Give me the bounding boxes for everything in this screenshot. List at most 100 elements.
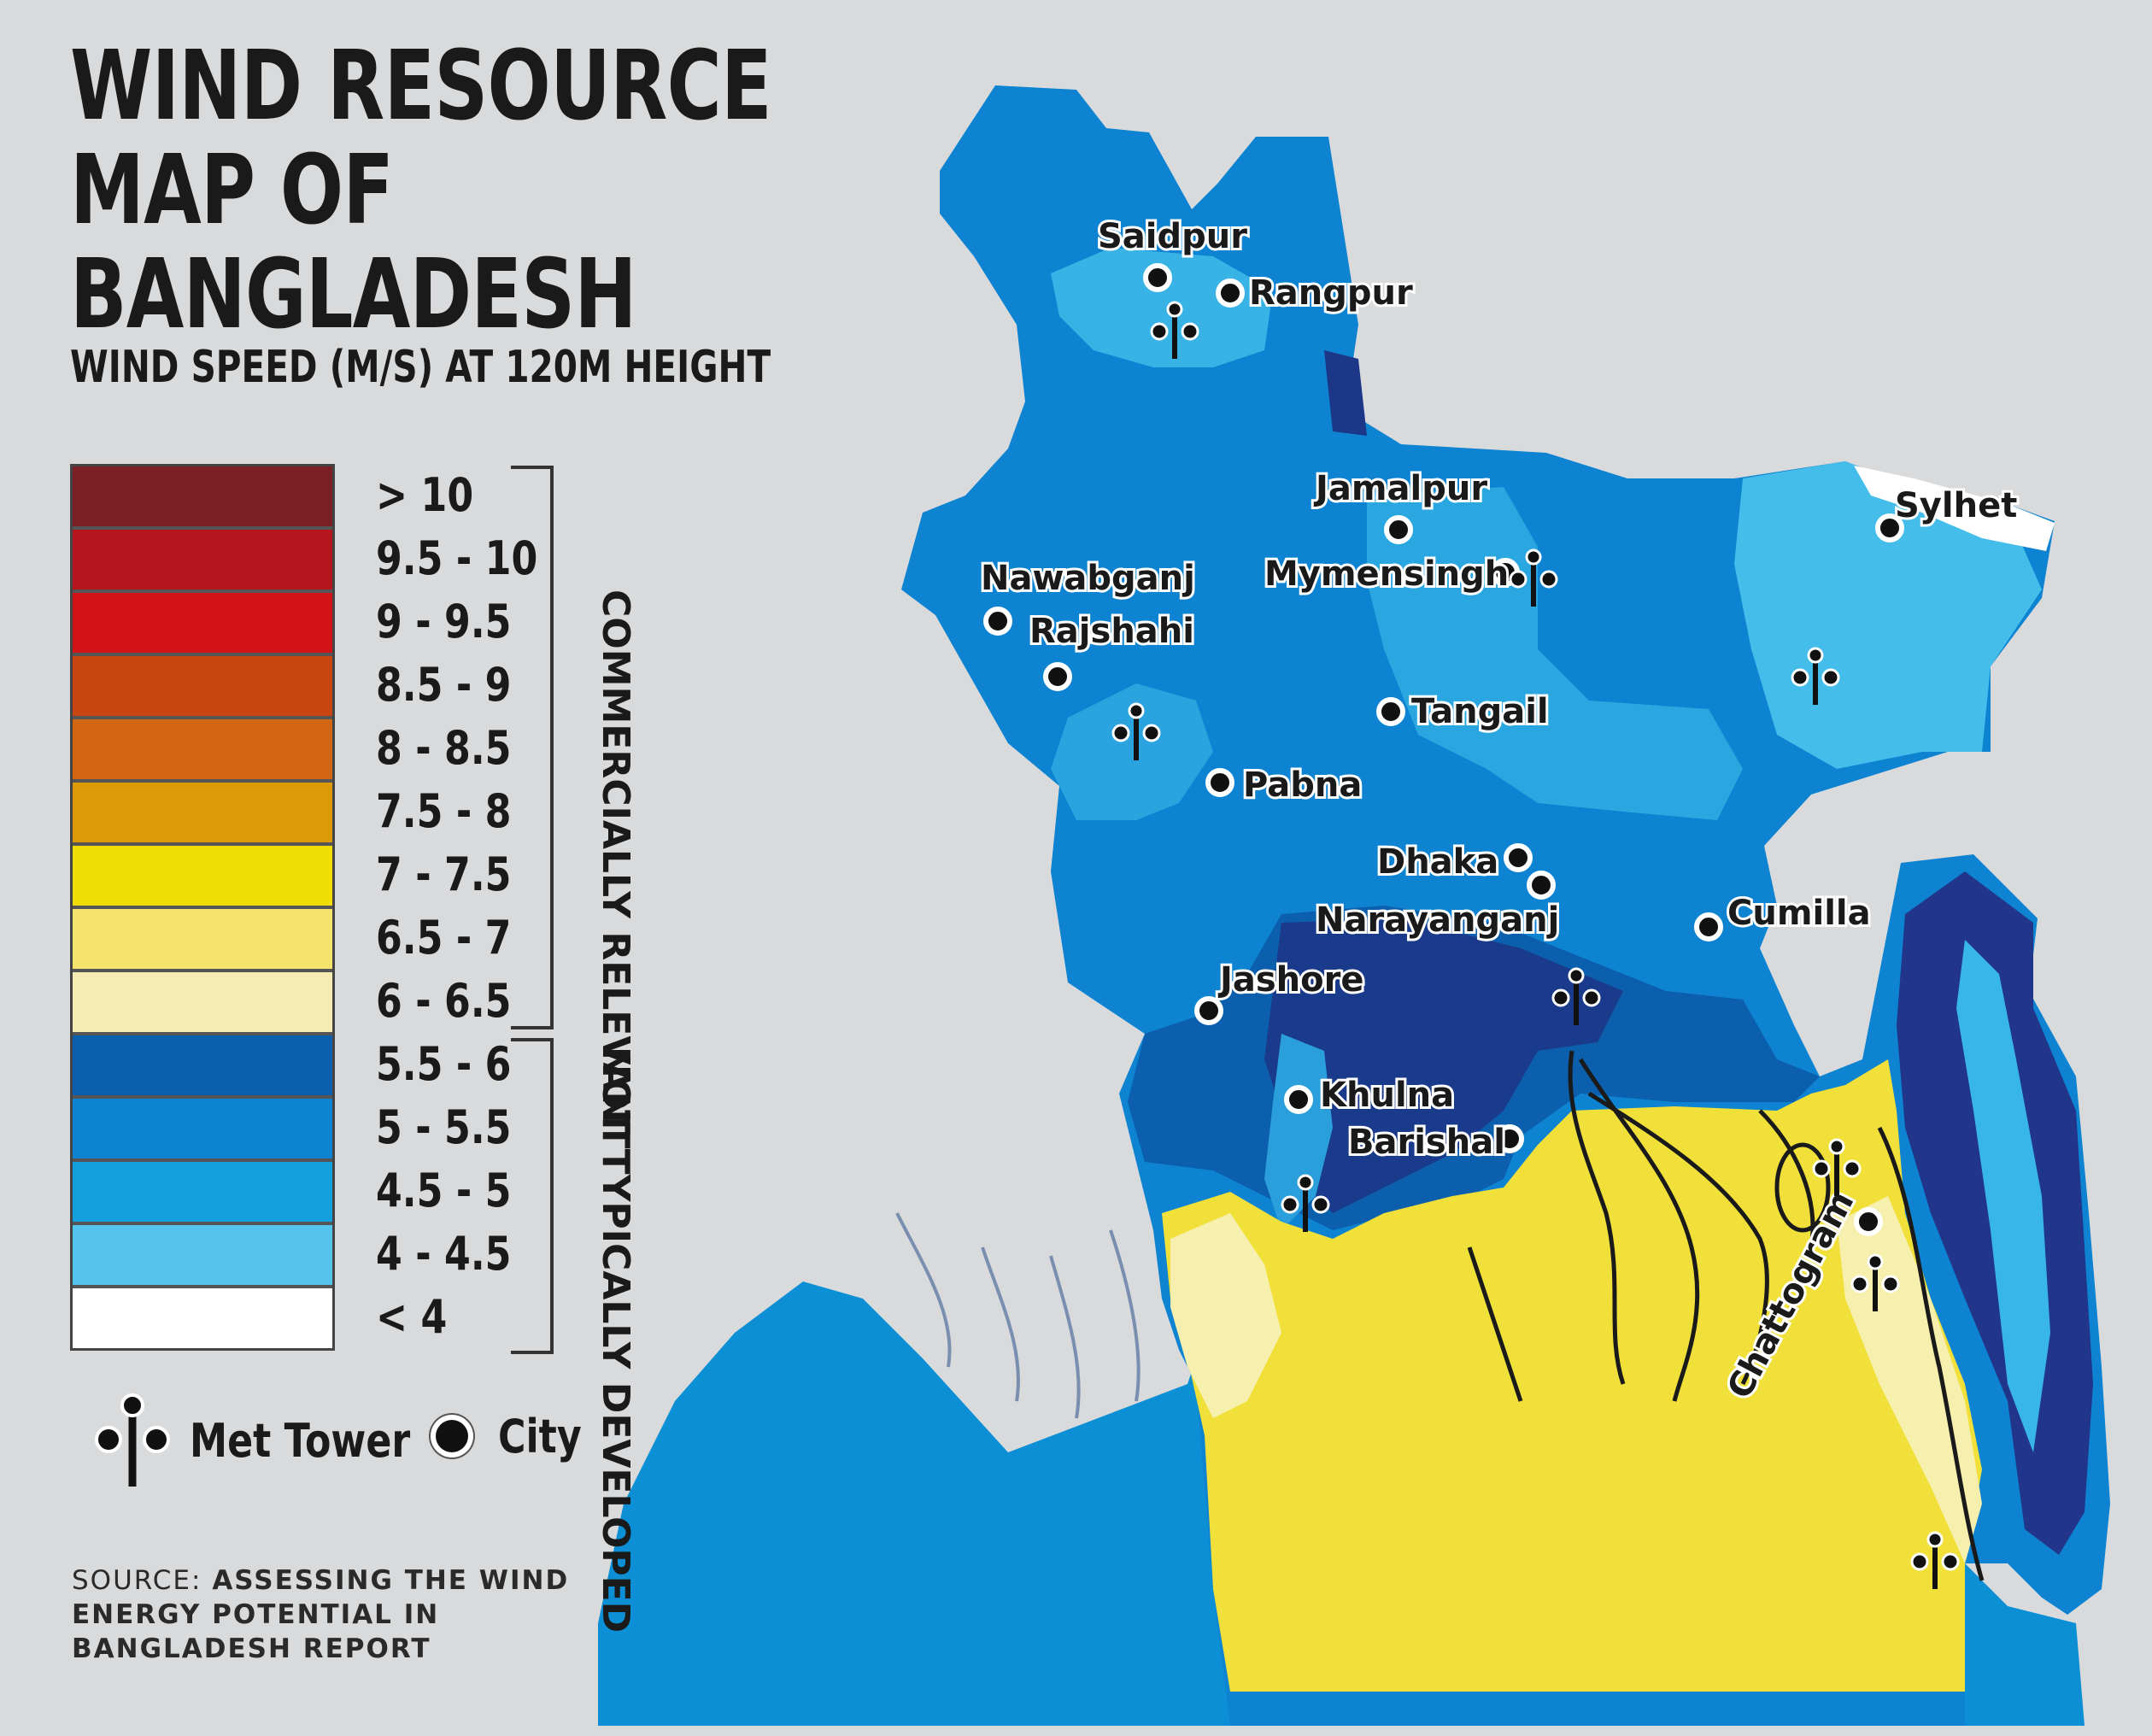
legend-color-bar bbox=[70, 464, 335, 1351]
legend-swatch bbox=[73, 1162, 332, 1225]
city-label-cumilla: Cumilla bbox=[1727, 894, 1871, 933]
legend-swatch bbox=[73, 909, 332, 972]
legend-swatch bbox=[73, 719, 332, 783]
city-tangail[interactable]: Tangail bbox=[1376, 689, 1551, 734]
city-dot-icon bbox=[1694, 912, 1723, 941]
city-narayanganj[interactable]: Narayanganj bbox=[1313, 871, 1562, 942]
city-sylhet[interactable]: Sylhet bbox=[1875, 484, 2020, 542]
city-dot-icon bbox=[1384, 515, 1413, 544]
city-label-pabna: Pabna bbox=[1243, 765, 1362, 805]
cities-layer: Saidpur Rangpur Jamalpur Sylhet Mymensin… bbox=[978, 214, 2020, 1408]
legend-swatch bbox=[73, 846, 332, 909]
legend-range-label: 6 - 6.5 bbox=[376, 974, 512, 1028]
river-network bbox=[1467, 1050, 1985, 1581]
city-pabna[interactable]: Pabna bbox=[1205, 763, 1364, 807]
city-cumilla[interactable]: Cumilla bbox=[1694, 891, 1873, 941]
delta-creeks bbox=[895, 1212, 1141, 1419]
label-not-typically-developed: NOT TYPICALLY DEVELOPED bbox=[594, 1047, 637, 1633]
city-rangpur[interactable]: Rangpur bbox=[1216, 271, 1416, 315]
city-label-khulna: Khulna bbox=[1320, 1076, 1454, 1115]
city-dot-icon bbox=[1527, 871, 1556, 900]
city-dot-icon bbox=[1376, 697, 1405, 726]
city-jashore[interactable]: Jashore bbox=[1194, 958, 1367, 1025]
source-prefix: SOURCE: bbox=[72, 1565, 202, 1596]
legend-range-label: 7 - 7.5 bbox=[376, 847, 512, 901]
city-dot-icon bbox=[1504, 843, 1533, 872]
zone-navy-north bbox=[1324, 350, 1367, 436]
city-dot-icon bbox=[983, 607, 1012, 636]
legend-range-label: 5 - 5.5 bbox=[376, 1100, 512, 1154]
legend-range-label: 9.5 - 10 bbox=[376, 531, 538, 585]
zone-coastal-yellow bbox=[1162, 1059, 1982, 1692]
city-dot-icon bbox=[1143, 263, 1172, 292]
city-dot-icon bbox=[1216, 279, 1245, 308]
city-label-barishal: Barishal bbox=[1348, 1123, 1505, 1162]
legend-swatch bbox=[73, 466, 332, 530]
met-tower-icon bbox=[95, 1393, 170, 1487]
zone-white-sylhet bbox=[1854, 466, 2055, 551]
city-label-sylhet: Sylhet bbox=[1895, 486, 2017, 525]
zone-coastal-pale bbox=[1170, 1213, 1281, 1418]
legend-range-label: 6.5 - 7 bbox=[376, 911, 512, 965]
legend-range-label: < 4 bbox=[376, 1290, 448, 1344]
title-text: WIND RESOURCE MAP OF BANGLADESH bbox=[70, 31, 772, 350]
legend-range-label: 8.5 - 9 bbox=[376, 658, 512, 712]
zone-light-sylhet bbox=[1734, 461, 2042, 769]
city-nawabganj[interactable]: Nawabganj bbox=[978, 556, 1198, 636]
legend-range-label: 9 - 9.5 bbox=[376, 595, 512, 648]
source-note: SOURCE: ASSESSING THE WIND ENERGY POTENT… bbox=[72, 1563, 601, 1666]
page-title: WIND RESOURCE MAP OF BANGLADESH bbox=[70, 34, 803, 347]
city-label-mymensingh: Mymensingh bbox=[1264, 554, 1509, 594]
bracket-not-developed bbox=[511, 1038, 554, 1354]
source-text: ASSESSING THE WIND ENERGY POTENTIAL IN B… bbox=[72, 1565, 570, 1664]
city-dot-icon bbox=[1875, 513, 1904, 542]
legend-swatch bbox=[73, 783, 332, 846]
city-dot-icon bbox=[1194, 996, 1223, 1025]
city-label-nawabganj: Nawabganj bbox=[981, 559, 1195, 598]
legend-swatch bbox=[73, 593, 332, 656]
legend-swatch bbox=[73, 656, 332, 719]
bracket-commercial bbox=[511, 466, 554, 1029]
city-saidpur[interactable]: Saidpur bbox=[1095, 214, 1250, 292]
legend-swatch bbox=[73, 530, 332, 593]
zone-light-chattogram bbox=[1956, 940, 2050, 1452]
legend-range-label: 8 - 8.5 bbox=[376, 721, 512, 775]
city-rajshahi[interactable]: Rajshahi bbox=[1027, 609, 1197, 691]
zone-light-central bbox=[1367, 487, 1743, 820]
city-dot-icon bbox=[1495, 1124, 1524, 1153]
legend-range-label: > 10 bbox=[376, 468, 474, 522]
city-label-saidpur: Saidpur bbox=[1098, 217, 1247, 256]
city-label-rangpur: Rangpur bbox=[1249, 273, 1413, 313]
city-mymensingh[interactable]: Mymensingh bbox=[1262, 552, 1520, 596]
city-dot-icon bbox=[436, 1420, 468, 1452]
legend-range-label: 4.5 - 5 bbox=[376, 1164, 512, 1217]
zone-light-khulna bbox=[1264, 1034, 1333, 1230]
city-label-narayanganj: Narayanganj bbox=[1316, 900, 1559, 940]
legend-range-label: 7.5 - 8 bbox=[376, 784, 512, 838]
legend-range-label: 5.5 - 6 bbox=[376, 1037, 512, 1091]
city-label-tangail: Tangail bbox=[1411, 692, 1549, 731]
city-barishal[interactable]: Barishal bbox=[1346, 1120, 1524, 1164]
legend-subtitle: WIND SPEED (M/S) AT 120M HEIGHT bbox=[70, 342, 771, 393]
city-label-dhaka: Dhaka bbox=[1377, 842, 1498, 882]
city-dot-icon bbox=[1043, 662, 1072, 691]
city-dot-icon bbox=[1205, 768, 1234, 797]
legend-swatch bbox=[73, 1035, 332, 1099]
key-city-label: City bbox=[498, 1410, 582, 1463]
city-label-rajshahi: Rajshahi bbox=[1029, 612, 1194, 651]
zone-navy-south bbox=[1264, 918, 1623, 1213]
legend-swatch bbox=[73, 1288, 332, 1348]
city-label-jamalpur: Jamalpur bbox=[1313, 469, 1487, 508]
city-jamalpur[interactable]: Jamalpur bbox=[1311, 466, 1490, 544]
zone-light-rajshahi bbox=[1051, 683, 1213, 820]
legend-range-label: 4 - 4.5 bbox=[376, 1227, 512, 1281]
city-dhaka[interactable]: Dhaka bbox=[1375, 840, 1533, 884]
city-khulna[interactable]: Khulna bbox=[1284, 1073, 1457, 1117]
label-commercially-relevant: COMMERCIALLY RELEVANT bbox=[594, 589, 637, 1149]
city-dot-icon bbox=[1284, 1085, 1313, 1114]
zone-light-saidpur bbox=[1051, 248, 1273, 367]
legend-swatch bbox=[73, 1099, 332, 1162]
legend-swatch bbox=[73, 1225, 332, 1288]
